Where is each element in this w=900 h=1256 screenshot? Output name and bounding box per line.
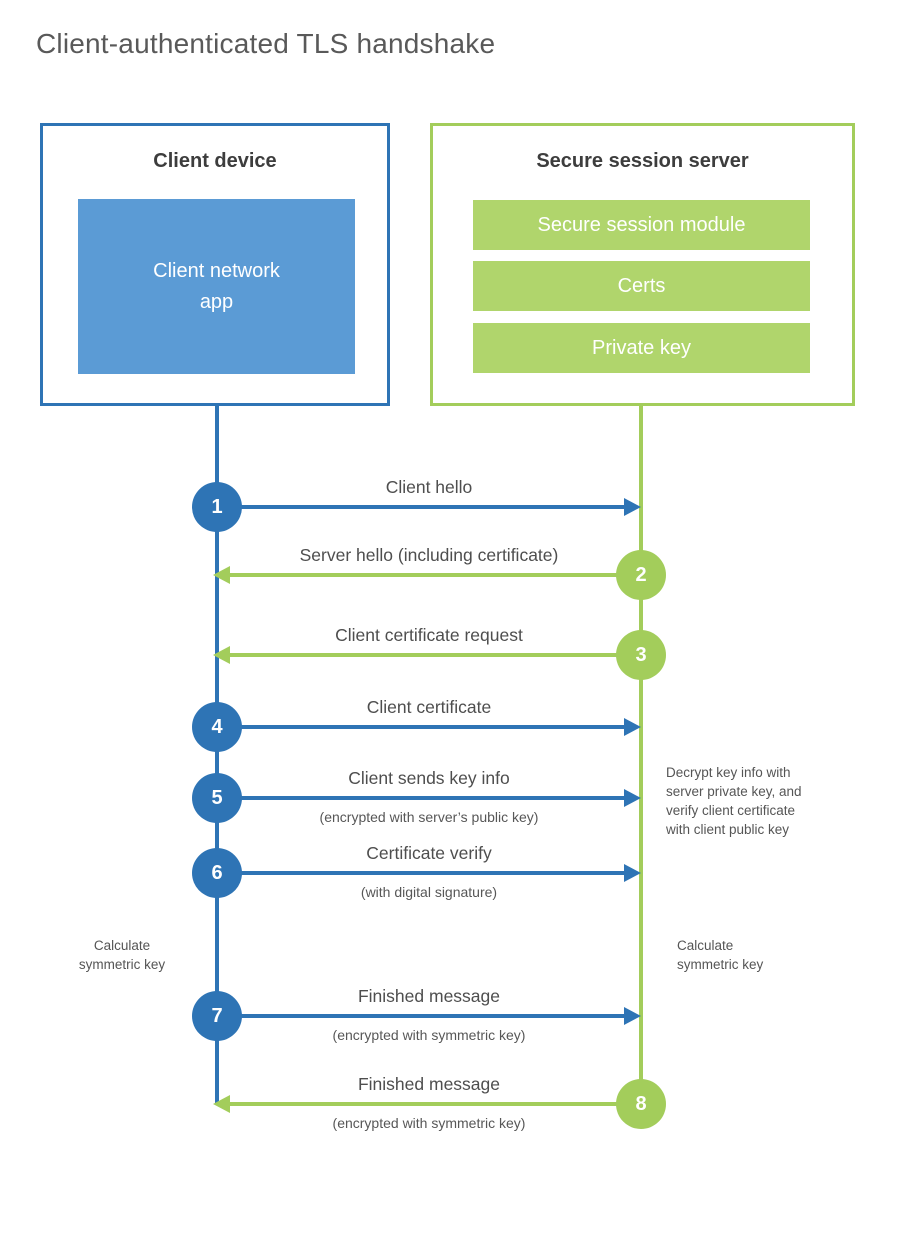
step-number-badge: 4 xyxy=(192,702,242,752)
message-sublabel: (with digital signature) xyxy=(360,884,498,900)
secure-session-server-box: Secure session server Secure session mod… xyxy=(430,123,855,406)
decrypt-key-note: Decrypt key info with server private key… xyxy=(666,765,802,838)
arrowhead-right-icon xyxy=(624,498,641,516)
arrow-line xyxy=(230,573,641,577)
message-label: Client sends key info xyxy=(348,768,510,788)
arrowhead-right-icon xyxy=(624,718,641,736)
arrow-line xyxy=(217,796,627,800)
step-number-badge: 3 xyxy=(616,630,666,680)
arrow-line xyxy=(217,871,627,875)
step-number-badge: 1 xyxy=(192,482,242,532)
message-label: Client hello xyxy=(385,477,473,497)
server-module-secure-session: Secure session module xyxy=(473,200,810,250)
page-title: Client-authenticated TLS handshake xyxy=(36,28,496,59)
message-sublabel: (encrypted with server’s public key) xyxy=(319,809,539,825)
server-module-certs: Certs xyxy=(473,261,810,311)
arrowhead-left-icon xyxy=(213,646,230,664)
arrowhead-left-icon xyxy=(213,1095,230,1113)
arrow-line xyxy=(230,653,641,657)
client-network-app-box: Client network app xyxy=(78,199,355,374)
message-label: Server hello (including certificate) xyxy=(299,545,559,565)
message-label: Certificate verify xyxy=(366,843,492,863)
arrowhead-right-icon xyxy=(624,864,641,882)
arrow-line xyxy=(217,725,627,729)
message-label: Client certificate request xyxy=(335,625,523,645)
arrow-line xyxy=(217,505,627,509)
arrowhead-left-icon xyxy=(213,566,230,584)
client-device-box: Client device Client network app xyxy=(40,123,390,406)
arrowhead-right-icon xyxy=(624,1007,641,1025)
calculate-symmetric-key-note-client: Calculate symmetric key xyxy=(78,938,166,973)
arrow-line xyxy=(230,1102,641,1106)
message-sublabel: (encrypted with symmetric key) xyxy=(332,1115,526,1131)
server-lifeline xyxy=(639,405,643,1105)
message-label: Finished message xyxy=(357,986,501,1006)
message-label: Client certificate xyxy=(366,697,492,717)
step-number-badge: 7 xyxy=(192,991,242,1041)
arrowhead-right-icon xyxy=(624,789,641,807)
step-number-badge: 5 xyxy=(192,773,242,823)
message-sublabel: (encrypted with symmetric key) xyxy=(332,1027,526,1043)
server-module-private-key: Private key xyxy=(473,323,810,373)
server-title: Secure session server xyxy=(536,150,749,172)
calculate-symmetric-key-note-server: Calculate symmetric key xyxy=(677,938,764,973)
arrow-line xyxy=(217,1014,627,1018)
step-number-badge: 6 xyxy=(192,848,242,898)
step-number-badge: 8 xyxy=(616,1079,666,1129)
client-lifeline xyxy=(215,405,219,1104)
message-label: Finished message xyxy=(357,1074,501,1094)
step-number-badge: 2 xyxy=(616,550,666,600)
client-device-title: Client device xyxy=(153,150,277,172)
